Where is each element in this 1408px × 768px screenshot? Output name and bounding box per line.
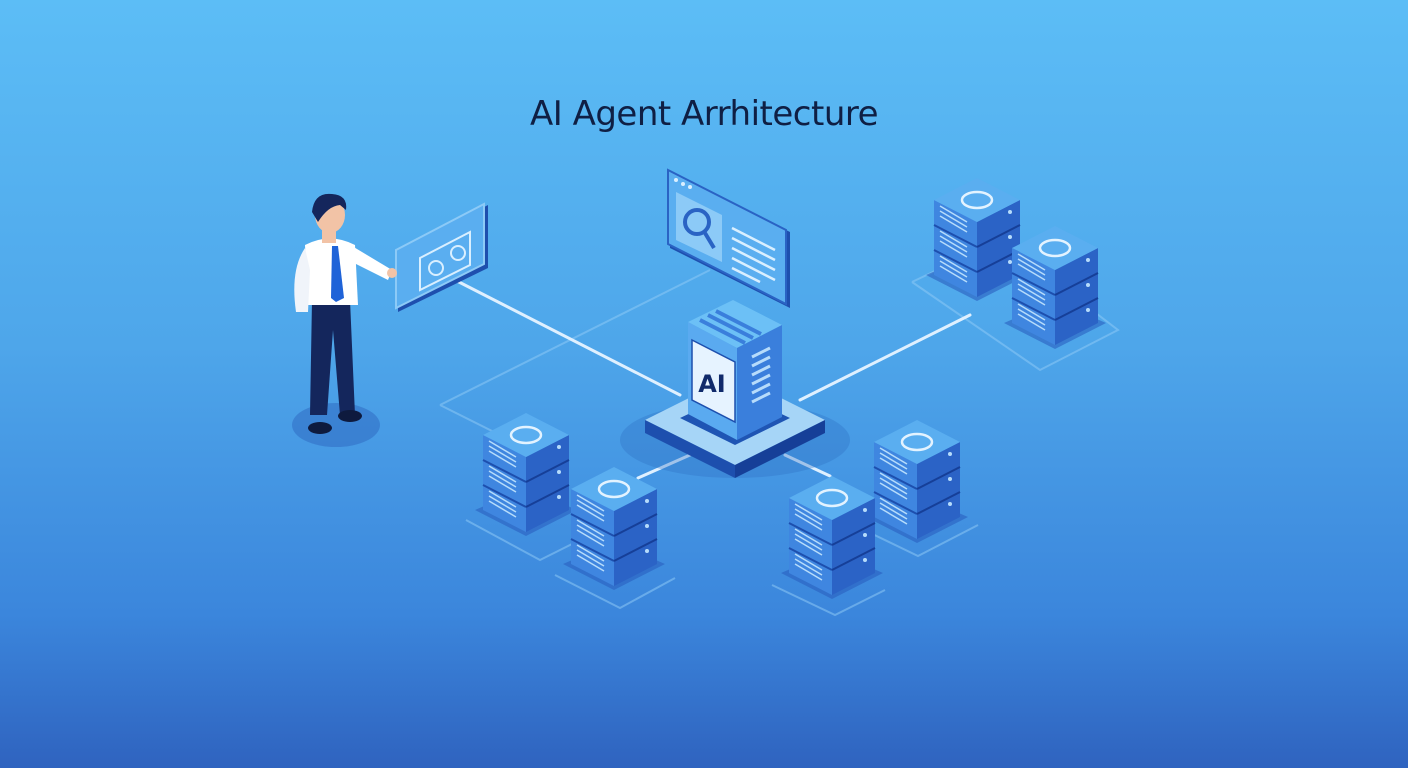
page-title: AI Agent Arrhitecture xyxy=(529,94,879,134)
server-stack-icon xyxy=(563,467,665,590)
server-stack-icon xyxy=(781,476,883,599)
holographic-screen-icon[interactable] xyxy=(395,202,488,312)
server-stack-icon xyxy=(866,420,968,543)
connector-ai-bottom-right xyxy=(783,453,832,478)
server-stack-icon xyxy=(1004,226,1106,349)
connector-ai-top-right xyxy=(798,313,972,402)
connector-ai-bottom-left xyxy=(636,453,692,480)
ai-server: AI xyxy=(620,300,850,478)
search-window-icon xyxy=(667,168,790,308)
ai-label-panel xyxy=(691,338,736,424)
server-stack-icon xyxy=(475,413,577,536)
connector-lines xyxy=(453,278,972,480)
connector-person-ai xyxy=(453,278,682,397)
ai-label: AI xyxy=(698,370,726,398)
server-stacks xyxy=(475,178,1106,599)
server-stack-icon xyxy=(926,178,1028,301)
person-figure xyxy=(292,193,397,447)
